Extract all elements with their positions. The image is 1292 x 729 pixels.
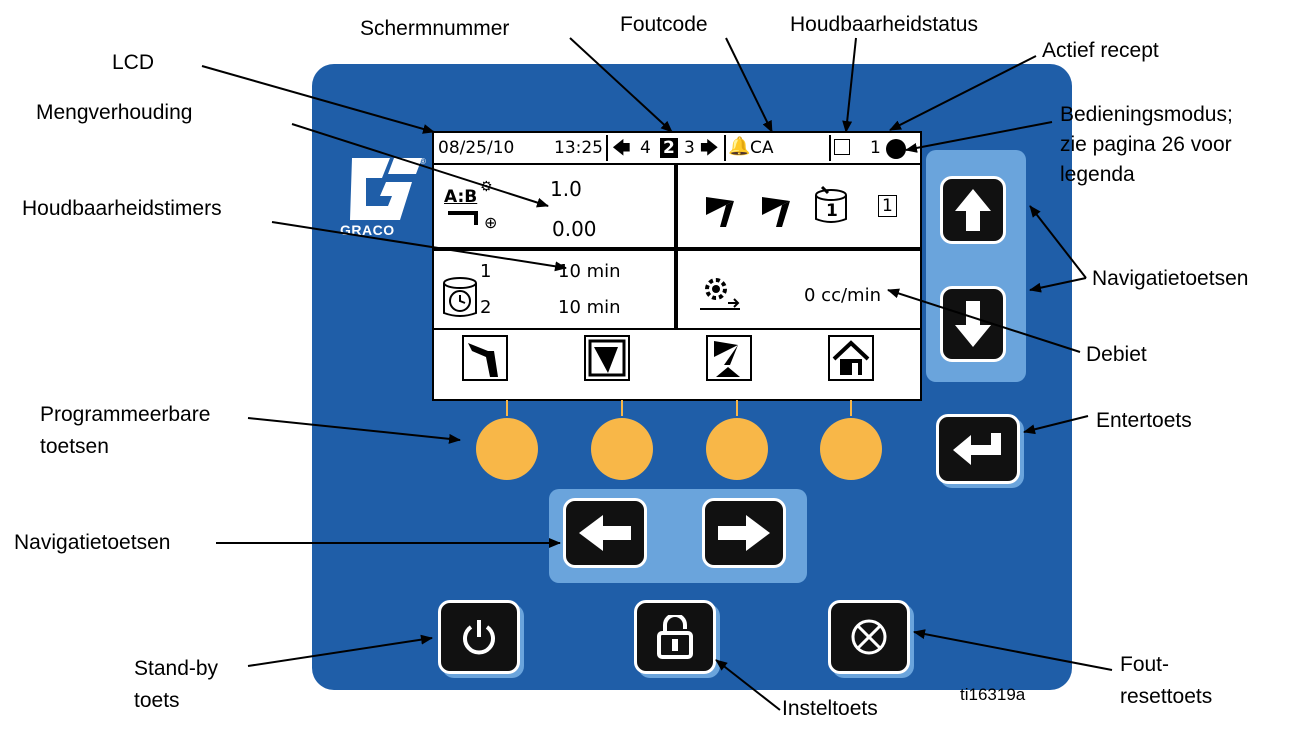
lcd-divider-vertical-top xyxy=(674,165,678,249)
spray-gun-icon-2 xyxy=(760,193,798,233)
label-lcd: LCD xyxy=(112,51,155,74)
arrow-left-icon xyxy=(579,515,631,551)
label-standby-line1: Stand-by xyxy=(134,657,219,680)
label-fout-line1: Fout- xyxy=(1120,653,1170,676)
screen-next: 3 xyxy=(684,138,695,158)
status-divider-1 xyxy=(606,135,608,161)
active-recipe: 1 xyxy=(870,138,881,158)
softkey-icon-purge xyxy=(706,335,752,381)
label-houdbaarheidstatus: Houdbaarheidstatus xyxy=(790,13,978,36)
setup-button[interactable] xyxy=(634,600,716,674)
label-programmeerbare-line2: toetsen xyxy=(40,435,109,458)
alarm-bell-icon: 🔔 xyxy=(728,136,751,157)
label-bedieningsmodus-line3: legenda xyxy=(1060,163,1135,186)
lcd-divider-horizontal-1 xyxy=(434,247,920,251)
nav-down-button[interactable] xyxy=(940,286,1006,362)
lcd-status-bar: 08/25/10 13:25 🡄 4 2 3 🡆 🔔 CA 1 xyxy=(434,133,920,165)
label-mengverhouding: Mengverhouding xyxy=(36,101,193,124)
softkey-3[interactable] xyxy=(706,418,768,480)
nav-up-button[interactable] xyxy=(940,176,1006,244)
label-houdbaarheidstimers: Houdbaarheidstimers xyxy=(22,197,222,220)
pot-timer-1-value: 10 min xyxy=(558,261,621,282)
ratio-value: 1.0 xyxy=(550,177,582,201)
flow-rate: 0 cc/min xyxy=(804,285,881,306)
label-debiet: Debiet xyxy=(1086,343,1147,366)
operating-mode-icon xyxy=(886,139,906,159)
softkey-icon-home xyxy=(828,335,874,381)
lcd-divider-vertical-mid xyxy=(674,251,678,329)
screen-prev: 4 xyxy=(640,138,651,158)
error-reset-button[interactable] xyxy=(828,600,910,674)
pot-life-status-icon xyxy=(834,139,850,155)
softkey-tick-2 xyxy=(621,400,623,416)
pot-timer-2-value: 10 min xyxy=(558,297,621,318)
arrow-right-icon xyxy=(718,515,770,551)
softkey-icon-gun xyxy=(462,335,508,381)
reset-icon xyxy=(851,619,887,655)
label-programmeerbare-line1: Programmeerbare xyxy=(40,403,211,426)
ratio-deviation-icon: ⊕ xyxy=(484,213,498,232)
screen-current: 2 xyxy=(660,138,678,158)
lcd-divider-horizontal-2 xyxy=(434,328,920,330)
softkey-1[interactable] xyxy=(476,418,538,480)
error-code: CA xyxy=(750,138,774,158)
lcd-display: 08/25/10 13:25 🡄 4 2 3 🡆 🔔 CA 1 A:B ⚙ ⊕ … xyxy=(432,131,922,401)
tank-icon: 1 xyxy=(814,185,848,225)
pot-timer-2-label: 2 xyxy=(480,297,492,318)
softkey-tick-1 xyxy=(506,400,508,416)
softkey-tick-3 xyxy=(736,400,738,416)
unlock-icon xyxy=(657,615,693,659)
arrow-down-icon xyxy=(955,301,991,347)
ratio-label: A:B xyxy=(444,187,478,207)
label-standby-line2: toets xyxy=(134,689,180,712)
standby-button[interactable] xyxy=(438,600,520,674)
enter-button[interactable] xyxy=(936,414,1020,484)
nav-left-button[interactable] xyxy=(563,498,647,568)
label-insteltoets: Insteltoets xyxy=(782,697,878,720)
label-schermnummer: Schermnummer xyxy=(360,17,510,40)
enter-arrow-icon xyxy=(953,433,1001,465)
arrow-right-icon: 🡆 xyxy=(700,138,719,159)
label-navigatietoetsen-left: Navigatietoetsen xyxy=(14,531,171,554)
status-divider-2 xyxy=(724,135,726,161)
figure-id: ti16319a xyxy=(960,685,1026,704)
lcd-date: 08/25/10 xyxy=(438,138,515,158)
nav-right-button[interactable] xyxy=(702,498,786,568)
power-icon xyxy=(463,620,495,655)
pot-timer-1-label: 1 xyxy=(480,261,492,282)
label-actief-recept: Actief recept xyxy=(1042,39,1159,62)
tank-number: 1 xyxy=(826,201,838,221)
softkey-tick-4 xyxy=(850,400,852,416)
softkey-4[interactable] xyxy=(820,418,882,480)
flow-meter-icon xyxy=(696,273,742,317)
status-divider-3 xyxy=(829,135,831,161)
arrow-left-icon: 🡄 xyxy=(612,138,631,159)
label-bedieningsmodus-line1: Bedieningsmodus; xyxy=(1060,103,1233,126)
spray-gun-icon-1 xyxy=(704,193,742,233)
pot-life-timer-icon xyxy=(442,277,478,319)
svg-text:®: ® xyxy=(420,157,426,166)
label-fout-line2: resettoets xyxy=(1120,685,1213,708)
softkey-icon-flush xyxy=(584,335,630,381)
label-bedieningsmodus-line2: zie pagina 26 voor xyxy=(1060,133,1232,156)
recipe-box: 1 xyxy=(878,195,897,217)
softkey-2[interactable] xyxy=(591,418,653,480)
lcd-time: 13:25 xyxy=(554,138,603,158)
label-entertoets: Entertoets xyxy=(1096,409,1192,432)
arrow-up-icon xyxy=(955,189,991,231)
ratio-deviation: 0.00 xyxy=(552,217,597,241)
mix-valve-icon xyxy=(448,211,478,225)
label-foutcode: Foutcode xyxy=(620,13,708,36)
label-navigatietoetsen-right: Navigatietoetsen xyxy=(1092,267,1249,290)
